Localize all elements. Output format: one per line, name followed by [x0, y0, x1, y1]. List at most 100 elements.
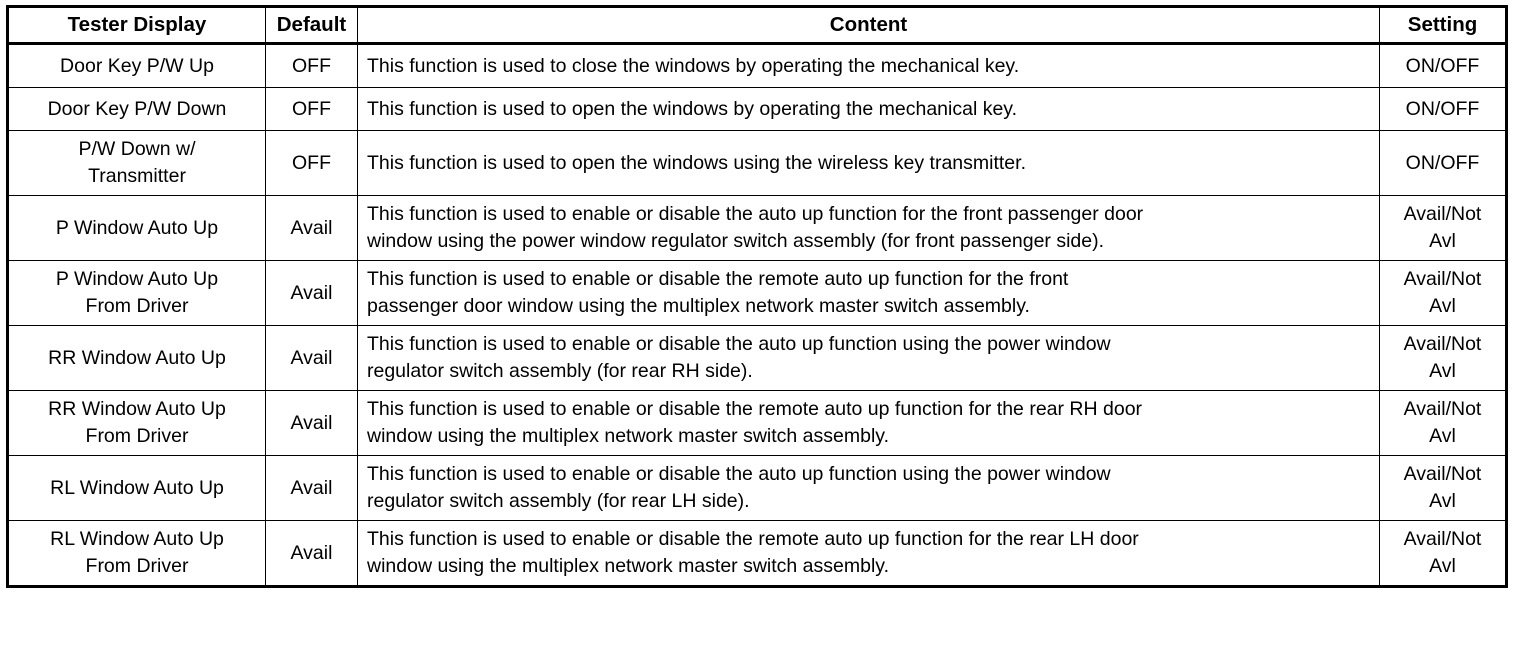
- cell-default: Avail: [265, 325, 358, 391]
- cell-content: This function is used to close the windo…: [357, 43, 1380, 88]
- cell-content: This function is used to enable or disab…: [357, 520, 1380, 587]
- cell-setting-line1: Avail/Not: [1403, 203, 1482, 226]
- cell-default-inner: Avail: [266, 342, 357, 375]
- cell-tester-display: RL Window Auto Up: [7, 455, 266, 521]
- table-header-row: Tester Display Default Content Setting: [7, 6, 1507, 45]
- cell-setting-line2: Avl: [1429, 490, 1456, 512]
- cell-content-line2: window using the power window regulator …: [367, 230, 1105, 252]
- cell-content-inner: This function is used to open the window…: [358, 93, 1379, 126]
- cell-setting-line2: Avl: [1429, 230, 1456, 252]
- cell-default: OFF: [265, 43, 358, 88]
- cell-content: This function is used to enable or disab…: [357, 455, 1380, 521]
- cell-content-line1: This function is used to enable or disab…: [367, 268, 1069, 291]
- cell-tester-display-line2: From Driver: [85, 555, 189, 577]
- cell-content-line1: This function is used to open the window…: [367, 97, 1018, 120]
- cell-content-line1: This function is used to enable or disab…: [367, 333, 1111, 356]
- cell-setting-line1: Avail/Not: [1403, 333, 1482, 356]
- spec-table-container: Tester Display Default Content Setting D…: [6, 5, 1508, 588]
- cell-tester-display-inner: RL Window Auto Up: [9, 472, 265, 505]
- column-header-tester-display: Tester Display: [7, 6, 266, 45]
- cell-content-line2: regulator switch assembly (for rear LH s…: [367, 490, 750, 512]
- cell-setting-line1: ON/OFF: [1405, 151, 1480, 174]
- cell-tester-display-line2: From Driver: [85, 425, 189, 447]
- cell-default-inner: Avail: [266, 277, 357, 310]
- table-row: Door Key P/W Up OFF This function is used …: [7, 43, 1507, 88]
- cell-content-line2: window using the multiplex network maste…: [367, 555, 890, 577]
- cell-tester-display-line2: Transmitter: [88, 165, 186, 187]
- cell-default-inner: Avail: [266, 472, 357, 505]
- cell-tester-display: Door Key P/W Up: [7, 43, 266, 88]
- cell-tester-display-inner: Door Key P/W Down: [9, 93, 265, 126]
- cell-setting-inner: ON/OFF: [1380, 50, 1505, 83]
- cell-tester-display-inner: P/W Down w/Transmitter: [9, 133, 265, 192]
- cell-tester-display: P Window Auto Up: [7, 195, 266, 261]
- cell-content-line2: passenger door window using the multiple…: [367, 295, 1030, 317]
- cell-content-inner: This function is used to enable or disab…: [358, 458, 1379, 517]
- cell-tester-display: RR Window Auto Up: [7, 325, 266, 391]
- cell-content-inner: This function is used to enable or disab…: [358, 198, 1379, 257]
- cell-default-line1: Avail: [290, 541, 333, 564]
- cell-default: Avail: [265, 455, 358, 521]
- cell-setting: ON/OFF: [1379, 43, 1507, 88]
- table-row: Door Key P/W Down OFF This function is use…: [7, 87, 1507, 131]
- cell-setting-line1: ON/OFF: [1405, 97, 1480, 120]
- cell-content-inner: This function is used to enable or disab…: [358, 328, 1379, 387]
- cell-content: This function is used to open the window…: [357, 87, 1380, 131]
- cell-content: This function is used to enable or disab…: [357, 325, 1380, 391]
- cell-tester-display-line1: P/W Down w/: [78, 138, 196, 161]
- column-header-content: Content: [357, 6, 1380, 45]
- cell-setting: ON/OFF: [1379, 130, 1507, 196]
- cell-content: This function is used to enable or disab…: [357, 390, 1380, 456]
- cell-default-inner: OFF: [266, 50, 357, 83]
- cell-content-line2: window using the multiplex network maste…: [367, 425, 890, 447]
- cell-content: This function is used to open the window…: [357, 130, 1380, 196]
- column-header-default: Default: [265, 6, 358, 45]
- cell-default-inner: Avail: [266, 407, 357, 440]
- cell-tester-display-line1: Door Key P/W Up: [60, 54, 214, 77]
- cell-content-line1: This function is used to open the window…: [367, 151, 1026, 174]
- cell-setting-inner: ON/OFF: [1380, 147, 1505, 180]
- cell-setting-line2: Avl: [1429, 295, 1456, 317]
- column-header-setting: Setting: [1379, 6, 1507, 45]
- cell-content-line1: This function is used to enable or disab…: [367, 528, 1139, 551]
- cell-tester-display-line1: RR Window Auto Up: [48, 346, 226, 369]
- table-row: P Window Auto Up Avail This function is us…: [7, 195, 1507, 261]
- cell-tester-display-line1: RR Window Auto Up: [48, 398, 226, 421]
- cell-setting-line2: Avl: [1429, 425, 1456, 447]
- cell-tester-display: P/W Down w/Transmitter: [7, 130, 266, 196]
- table-row: RR Window Auto Up Avail This function is u…: [7, 325, 1507, 391]
- cell-default-line1: Avail: [290, 281, 333, 304]
- cell-tester-display: Door Key P/W Down: [7, 87, 266, 131]
- cell-default-inner: Avail: [266, 537, 357, 570]
- cell-default-line1: OFF: [292, 54, 331, 77]
- cell-default: OFF: [265, 130, 358, 196]
- cell-content: This function is used to enable or disab…: [357, 195, 1380, 261]
- cell-tester-display-inner: P Window Auto Up: [9, 212, 265, 245]
- cell-content-inner: This function is used to close the windo…: [358, 50, 1379, 83]
- cell-default: Avail: [265, 195, 358, 261]
- cell-default: OFF: [265, 87, 358, 131]
- cell-default-line1: Avail: [290, 216, 333, 239]
- cell-setting-line1: Avail/Not: [1403, 528, 1482, 551]
- cell-setting-line2: Avl: [1429, 555, 1456, 577]
- cell-setting-line1: Avail/Not: [1403, 398, 1482, 421]
- cell-content-line1: This function is used to enable or disab…: [367, 203, 1144, 226]
- cell-tester-display-line1: Door Key P/W Down: [47, 97, 227, 120]
- cell-content-inner: This function is used to open the window…: [358, 147, 1379, 180]
